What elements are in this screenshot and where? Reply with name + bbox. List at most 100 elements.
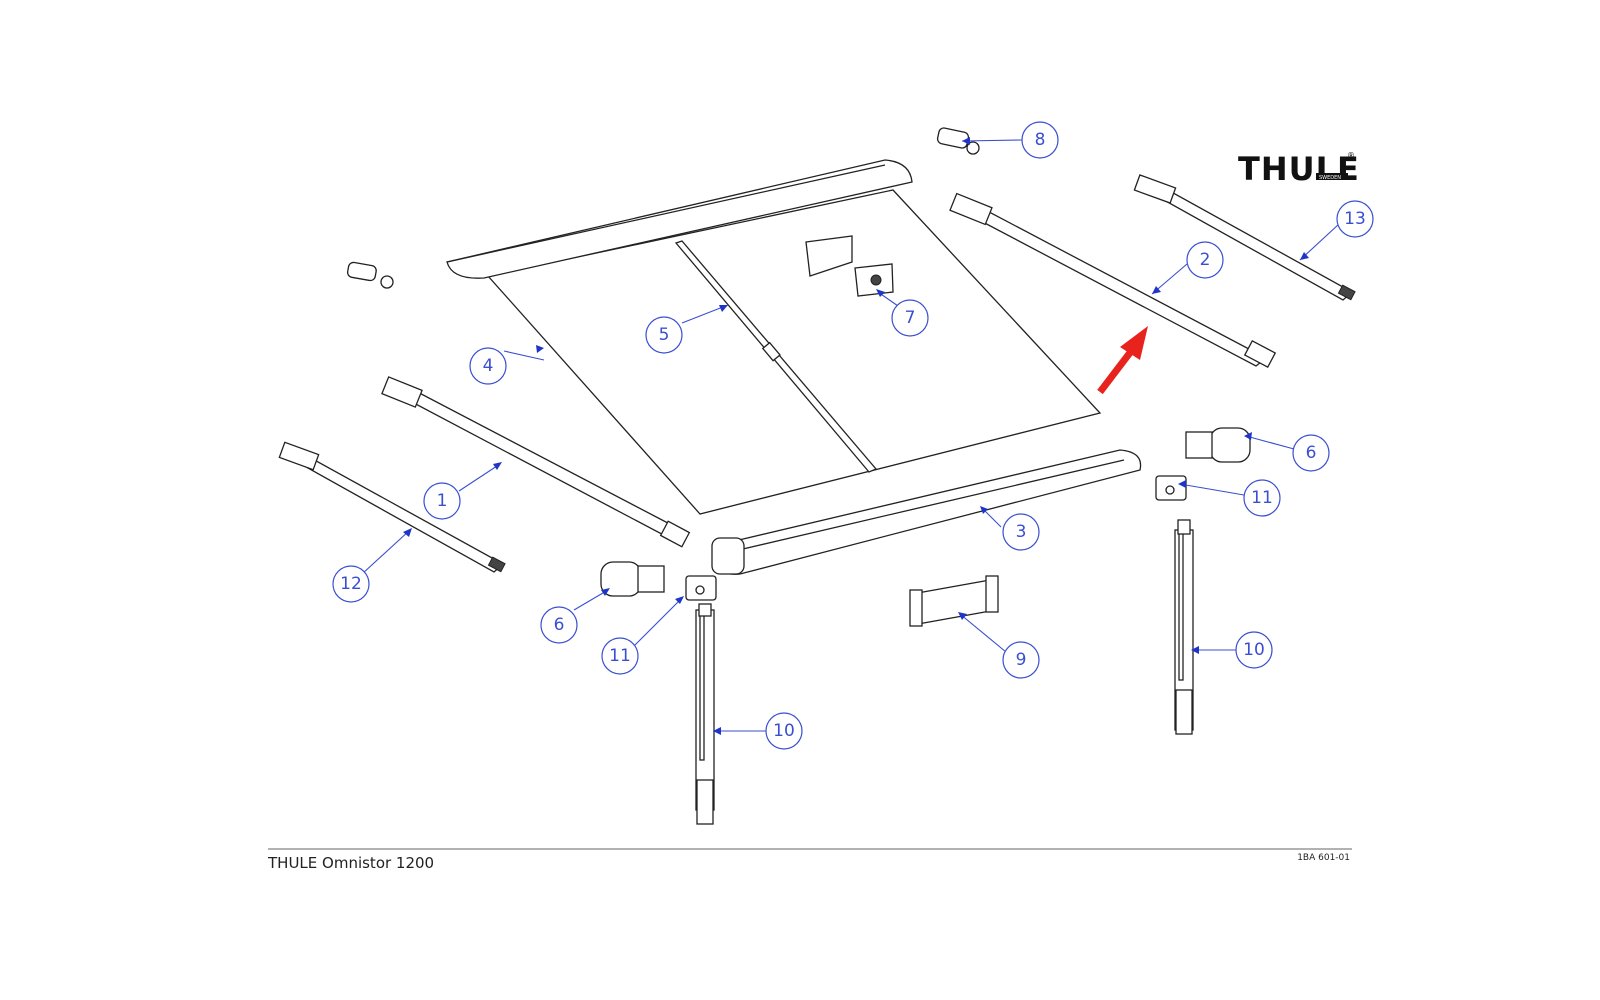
callout-6-left: 6 <box>540 606 578 644</box>
callout-12: 12 <box>332 565 370 603</box>
part-5-tension-rafter <box>674 240 878 473</box>
leader-11-left-head <box>675 596 684 604</box>
arm-13-end <box>1337 284 1356 301</box>
end-cap-screw-left <box>346 261 394 289</box>
callout-10-right: 10 <box>1235 631 1273 669</box>
leg-10-right-foot <box>1175 689 1193 735</box>
callout-1-label: 1 <box>437 491 448 511</box>
footer: THULE Omnistor 1200 1BA 601-01 <box>267 848 1352 872</box>
part-10-support-leg-left <box>695 603 715 825</box>
highlight-arrow-shaft <box>1097 347 1135 395</box>
callout-7-label: 7 <box>905 308 916 328</box>
callout-8-label: 8 <box>1035 130 1046 150</box>
leader-2-head <box>1152 286 1161 294</box>
leg-10-left-foot <box>696 779 714 825</box>
callout-4-label: 4 <box>483 356 494 376</box>
leader-5-head <box>719 305 728 312</box>
part-11-leg-bracket-right <box>1155 475 1187 501</box>
callout-11-right: 11 <box>1243 479 1281 517</box>
logo-wordmark: THULE <box>1238 150 1360 188</box>
leader-8 <box>961 139 1023 142</box>
leader-11-right <box>1179 483 1245 496</box>
leader-7-head <box>876 289 885 297</box>
leader-6-right-head <box>1244 432 1252 440</box>
part-11-leg-bracket-left <box>685 575 717 601</box>
leader-3-head <box>980 506 988 514</box>
bracket-bolt <box>870 274 882 286</box>
leg-10-right-inner <box>1178 529 1184 681</box>
arm-12-top-fitting <box>278 441 320 471</box>
front-rail-edge <box>729 459 1125 553</box>
leader-4 <box>503 350 545 361</box>
leader-10-left-head <box>713 727 721 735</box>
highlight-arrow-head <box>1120 326 1148 360</box>
leader-12-head <box>403 528 412 537</box>
leg-10-left-top <box>698 603 712 617</box>
leader-6-left <box>573 589 609 611</box>
bracket-11-left-pin <box>695 585 705 595</box>
part-10-support-leg-right <box>1174 519 1194 735</box>
callout-2-label: 2 <box>1200 250 1211 270</box>
callout-10-left: 10 <box>765 712 803 750</box>
callouts: 4 5 7 8 2 13 1 12 <box>332 121 1374 750</box>
canopy-fabric <box>486 189 1102 515</box>
callout-8: 8 <box>1021 121 1059 159</box>
endcap-6-right-body <box>1209 427 1251 463</box>
leader-11-right-head <box>1178 480 1186 488</box>
callout-6-left-label: 6 <box>554 615 565 635</box>
bracket-plate <box>805 235 853 277</box>
arm-1-end-fitting <box>659 520 691 548</box>
leader-12 <box>361 529 411 575</box>
part-6-end-cap-right <box>1185 427 1251 463</box>
thule-logo: THULE SWEDEN ® <box>1238 150 1360 188</box>
callout-11-right-label: 11 <box>1251 488 1273 508</box>
callout-7: 7 <box>891 299 929 337</box>
callout-3: 3 <box>1002 513 1040 551</box>
bracket-11-right-pin <box>1165 485 1175 495</box>
leader-9 <box>959 613 1007 653</box>
leader-lines <box>361 137 1340 735</box>
endcap-6-right-clip <box>1185 431 1213 459</box>
part-2-support-arm-right <box>949 192 1277 369</box>
part-6-end-cap-left <box>600 561 665 597</box>
bracket-9-body <box>911 579 997 625</box>
screw-head-left <box>380 275 394 289</box>
arm-12-end <box>487 556 506 573</box>
end-cap-left <box>346 261 377 282</box>
callout-1: 1 <box>423 482 461 520</box>
front-rail-endcap <box>711 537 745 575</box>
callout-4: 4 <box>469 347 507 385</box>
callout-11-left: 11 <box>601 637 639 675</box>
callout-10-left-label: 10 <box>773 721 795 741</box>
callout-5: 5 <box>645 316 683 354</box>
callout-11-left-label: 11 <box>609 646 631 666</box>
leader-6-left-head <box>601 588 610 596</box>
part-13-outer-arm-right <box>1133 174 1356 301</box>
leader-8-head <box>962 137 970 145</box>
leg-10-left-inner <box>699 609 705 761</box>
highlight-arrow <box>1097 326 1148 395</box>
leader-6-right <box>1245 435 1295 450</box>
part-7-wall-brackets <box>805 235 894 297</box>
arm-2-top-fitting <box>949 192 993 226</box>
part-9-center-bracket <box>909 575 999 627</box>
callout-3-label: 3 <box>1016 522 1027 542</box>
leader-11-left <box>631 597 683 649</box>
endcap-6-left-clip <box>637 565 665 593</box>
leader-13-head <box>1300 252 1309 260</box>
callout-9-label: 9 <box>1016 650 1027 670</box>
callout-5-label: 5 <box>659 325 670 345</box>
arm-1-top-fitting <box>381 376 423 408</box>
arm-13-top-fitting <box>1133 174 1177 204</box>
callout-6-right: 6 <box>1292 434 1330 472</box>
part-3-front-rail <box>711 449 1142 575</box>
part-4-fabric-canopy <box>446 159 1102 515</box>
arm-13-body <box>1144 183 1354 301</box>
callout-10-right-label: 10 <box>1243 640 1265 660</box>
bracket-9-left-post <box>909 589 923 627</box>
callout-9: 9 <box>1002 641 1040 679</box>
end-cap <box>936 127 970 149</box>
leader-10-right-head <box>1191 646 1199 654</box>
leader-4-head <box>536 345 544 353</box>
